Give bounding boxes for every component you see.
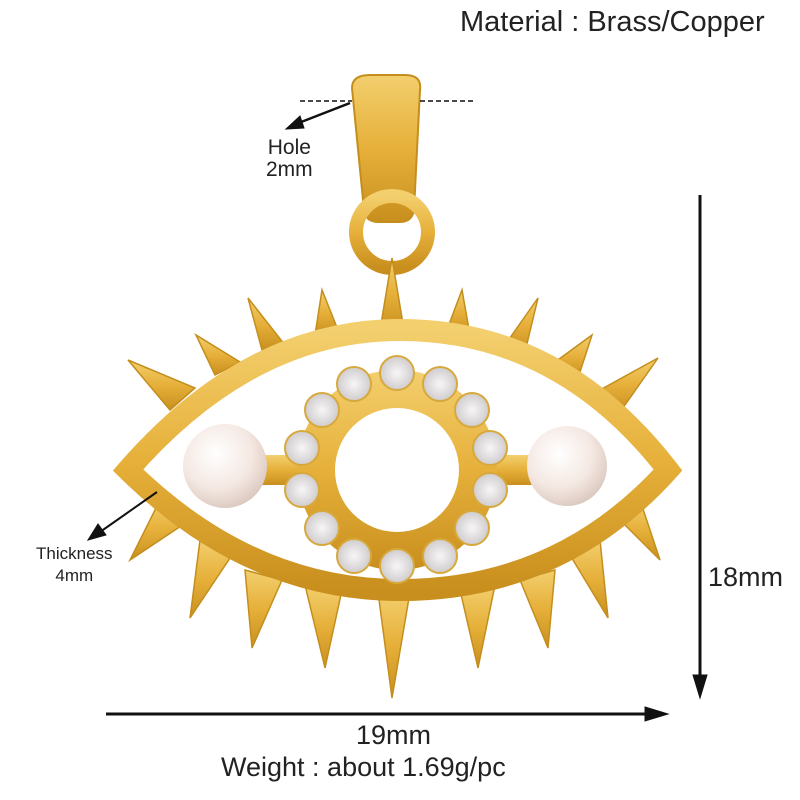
height-dimension: 18mm [708, 562, 784, 592]
pearl-left [183, 424, 267, 508]
hole-title: Hole [267, 136, 311, 159]
weight-label: Weight : about 1.69g/pc [221, 752, 506, 782]
hole-value: 2mm [266, 158, 313, 181]
pearl-right [527, 426, 607, 506]
width-arrow [106, 706, 670, 722]
eye-outline [112, 318, 683, 602]
eyelashes [127, 257, 661, 699]
material-label: Material : Brass/Copper [460, 6, 765, 38]
hole-indicator [284, 100, 476, 130]
thickness-title: Thickness [36, 544, 113, 563]
thickness-value: 4mm [55, 566, 94, 585]
height-arrow [692, 195, 708, 700]
thickness-indicator [86, 491, 158, 541]
bail [349, 74, 435, 275]
width-dimension: 19mm [356, 720, 432, 750]
thickness-label: Thickness 4mm [36, 543, 113, 587]
cz-ring [284, 355, 508, 584]
hole-label: Hole 2mm [266, 137, 313, 181]
